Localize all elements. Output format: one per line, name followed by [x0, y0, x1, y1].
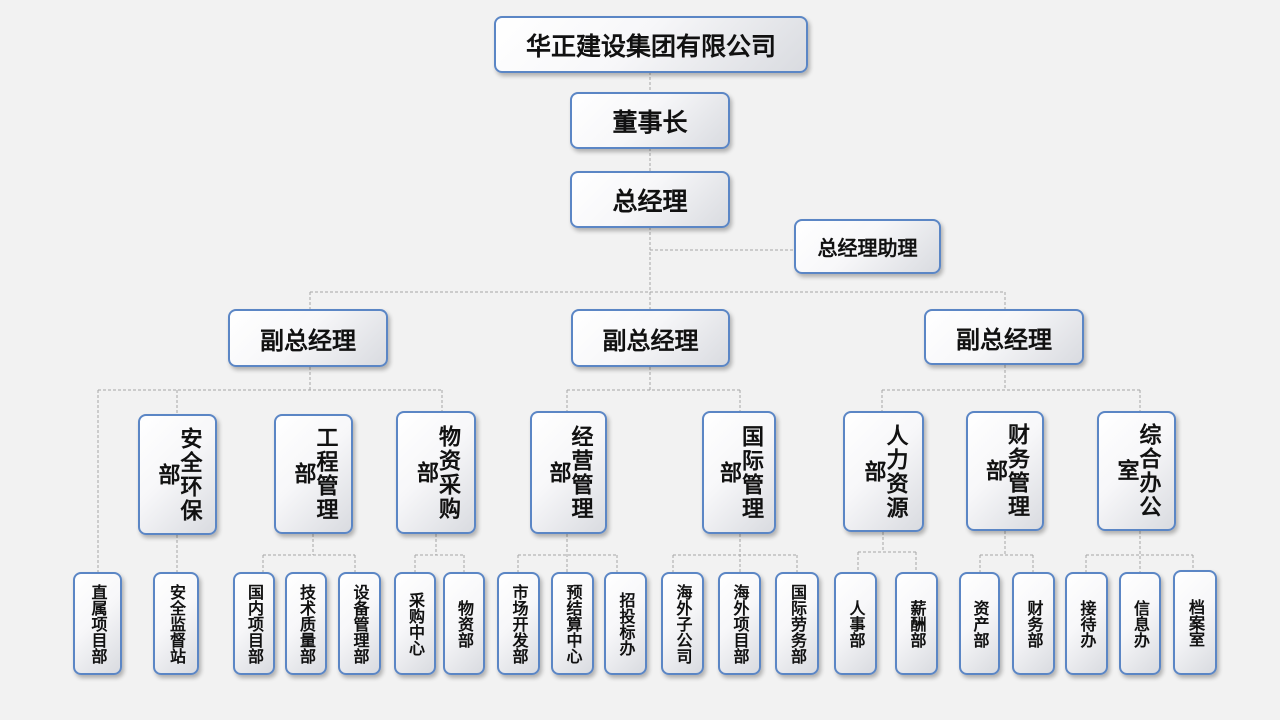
- unit-box: 直属项目部: [73, 572, 122, 675]
- vice-gm-box-3: 副总经理: [924, 309, 1084, 365]
- unit-label: 档案室: [1186, 598, 1205, 647]
- unit-label: 安全监督站: [167, 583, 186, 664]
- dept-box-operations: 经营管理部: [530, 411, 607, 534]
- dept-box-finance: 财务管理部: [966, 411, 1044, 531]
- unit-box: 接待办: [1065, 572, 1108, 675]
- unit-label: 财务部: [1024, 599, 1044, 648]
- dept-box-procurement: 物资采购部: [396, 411, 476, 534]
- vice-gm-label: 副总经理: [260, 326, 356, 355]
- unit-box: 资产部: [959, 572, 1000, 675]
- dept-label: 国际管理部: [716, 424, 763, 521]
- vice-gm-box-1: 副总经理: [228, 309, 388, 367]
- unit-label: 采购中心: [406, 591, 425, 656]
- chairman-label: 董事长: [612, 107, 688, 137]
- chairman-box: 董事长: [570, 92, 730, 149]
- gm-assistant-box: 总经理助理: [794, 219, 941, 274]
- unit-box: 技术质量部: [285, 572, 327, 675]
- unit-box: 海外项目部: [718, 572, 761, 675]
- vice-gm-label: 副总经理: [602, 326, 699, 355]
- gm-assistant-label: 总经理助理: [817, 236, 918, 260]
- unit-label: 设备管理部: [350, 583, 370, 664]
- unit-box: 采购中心: [394, 572, 436, 675]
- unit-label: 人事部: [846, 599, 866, 648]
- dept-label: 综合办公室: [1113, 423, 1161, 519]
- unit-box: 市场开发部: [497, 572, 540, 675]
- dept-label: 人力资源部: [860, 423, 908, 520]
- unit-box: 财务部: [1012, 572, 1055, 675]
- dept-box-engineering: 工程管理部: [274, 414, 353, 534]
- dept-box-safety: 安全环保部: [138, 414, 217, 535]
- unit-label: 国际劳务部: [788, 583, 807, 664]
- company-box: 华正建设集团有限公司: [494, 16, 808, 73]
- unit-box: 国际劳务部: [775, 572, 819, 675]
- vice-gm-label: 副总经理: [956, 325, 1052, 354]
- unit-box: 物资部: [443, 572, 485, 675]
- dept-label: 物资采购部: [413, 424, 460, 521]
- unit-label: 物资部: [455, 599, 474, 648]
- unit-box: 安全监督站: [153, 572, 199, 675]
- unit-label: 招投标办: [616, 591, 636, 656]
- unit-box: 设备管理部: [338, 572, 381, 675]
- dept-label: 经营管理部: [545, 424, 593, 521]
- unit-box: 信息办: [1119, 572, 1161, 675]
- unit-label: 预结算中心: [563, 583, 583, 664]
- unit-label: 技术质量部: [297, 583, 316, 664]
- dept-box-international: 国际管理部: [702, 411, 776, 534]
- unit-box: 档案室: [1173, 570, 1217, 675]
- unit-label: 薪酬部: [907, 599, 927, 648]
- unit-label: 接待办: [1077, 599, 1097, 648]
- dept-label: 工程管理部: [290, 426, 338, 522]
- general-manager-box: 总经理: [570, 171, 730, 228]
- general-manager-label: 总经理: [612, 186, 688, 216]
- unit-label: 国内项目部: [245, 583, 264, 664]
- unit-box: 国内项目部: [233, 572, 275, 675]
- unit-label: 信息办: [1131, 599, 1150, 648]
- unit-label: 市场开发部: [509, 583, 529, 664]
- unit-box: 人事部: [834, 572, 877, 675]
- unit-label: 海外子公司: [673, 583, 693, 664]
- vice-gm-box-2: 副总经理: [571, 309, 730, 367]
- dept-label: 安全环保部: [154, 426, 202, 523]
- dept-box-hr: 人力资源部: [843, 411, 924, 532]
- dept-box-admin: 综合办公室: [1097, 411, 1176, 531]
- unit-label: 资产部: [970, 599, 990, 648]
- unit-box: 招投标办: [604, 572, 647, 675]
- dept-label: 财务管理部: [982, 423, 1029, 519]
- unit-box: 预结算中心: [551, 572, 594, 675]
- unit-box: 海外子公司: [661, 572, 704, 675]
- unit-label: 海外项目部: [730, 583, 750, 664]
- company-label: 华正建设集团有限公司: [525, 31, 776, 61]
- unit-box: 薪酬部: [895, 572, 938, 675]
- unit-label: 直属项目部: [88, 583, 108, 664]
